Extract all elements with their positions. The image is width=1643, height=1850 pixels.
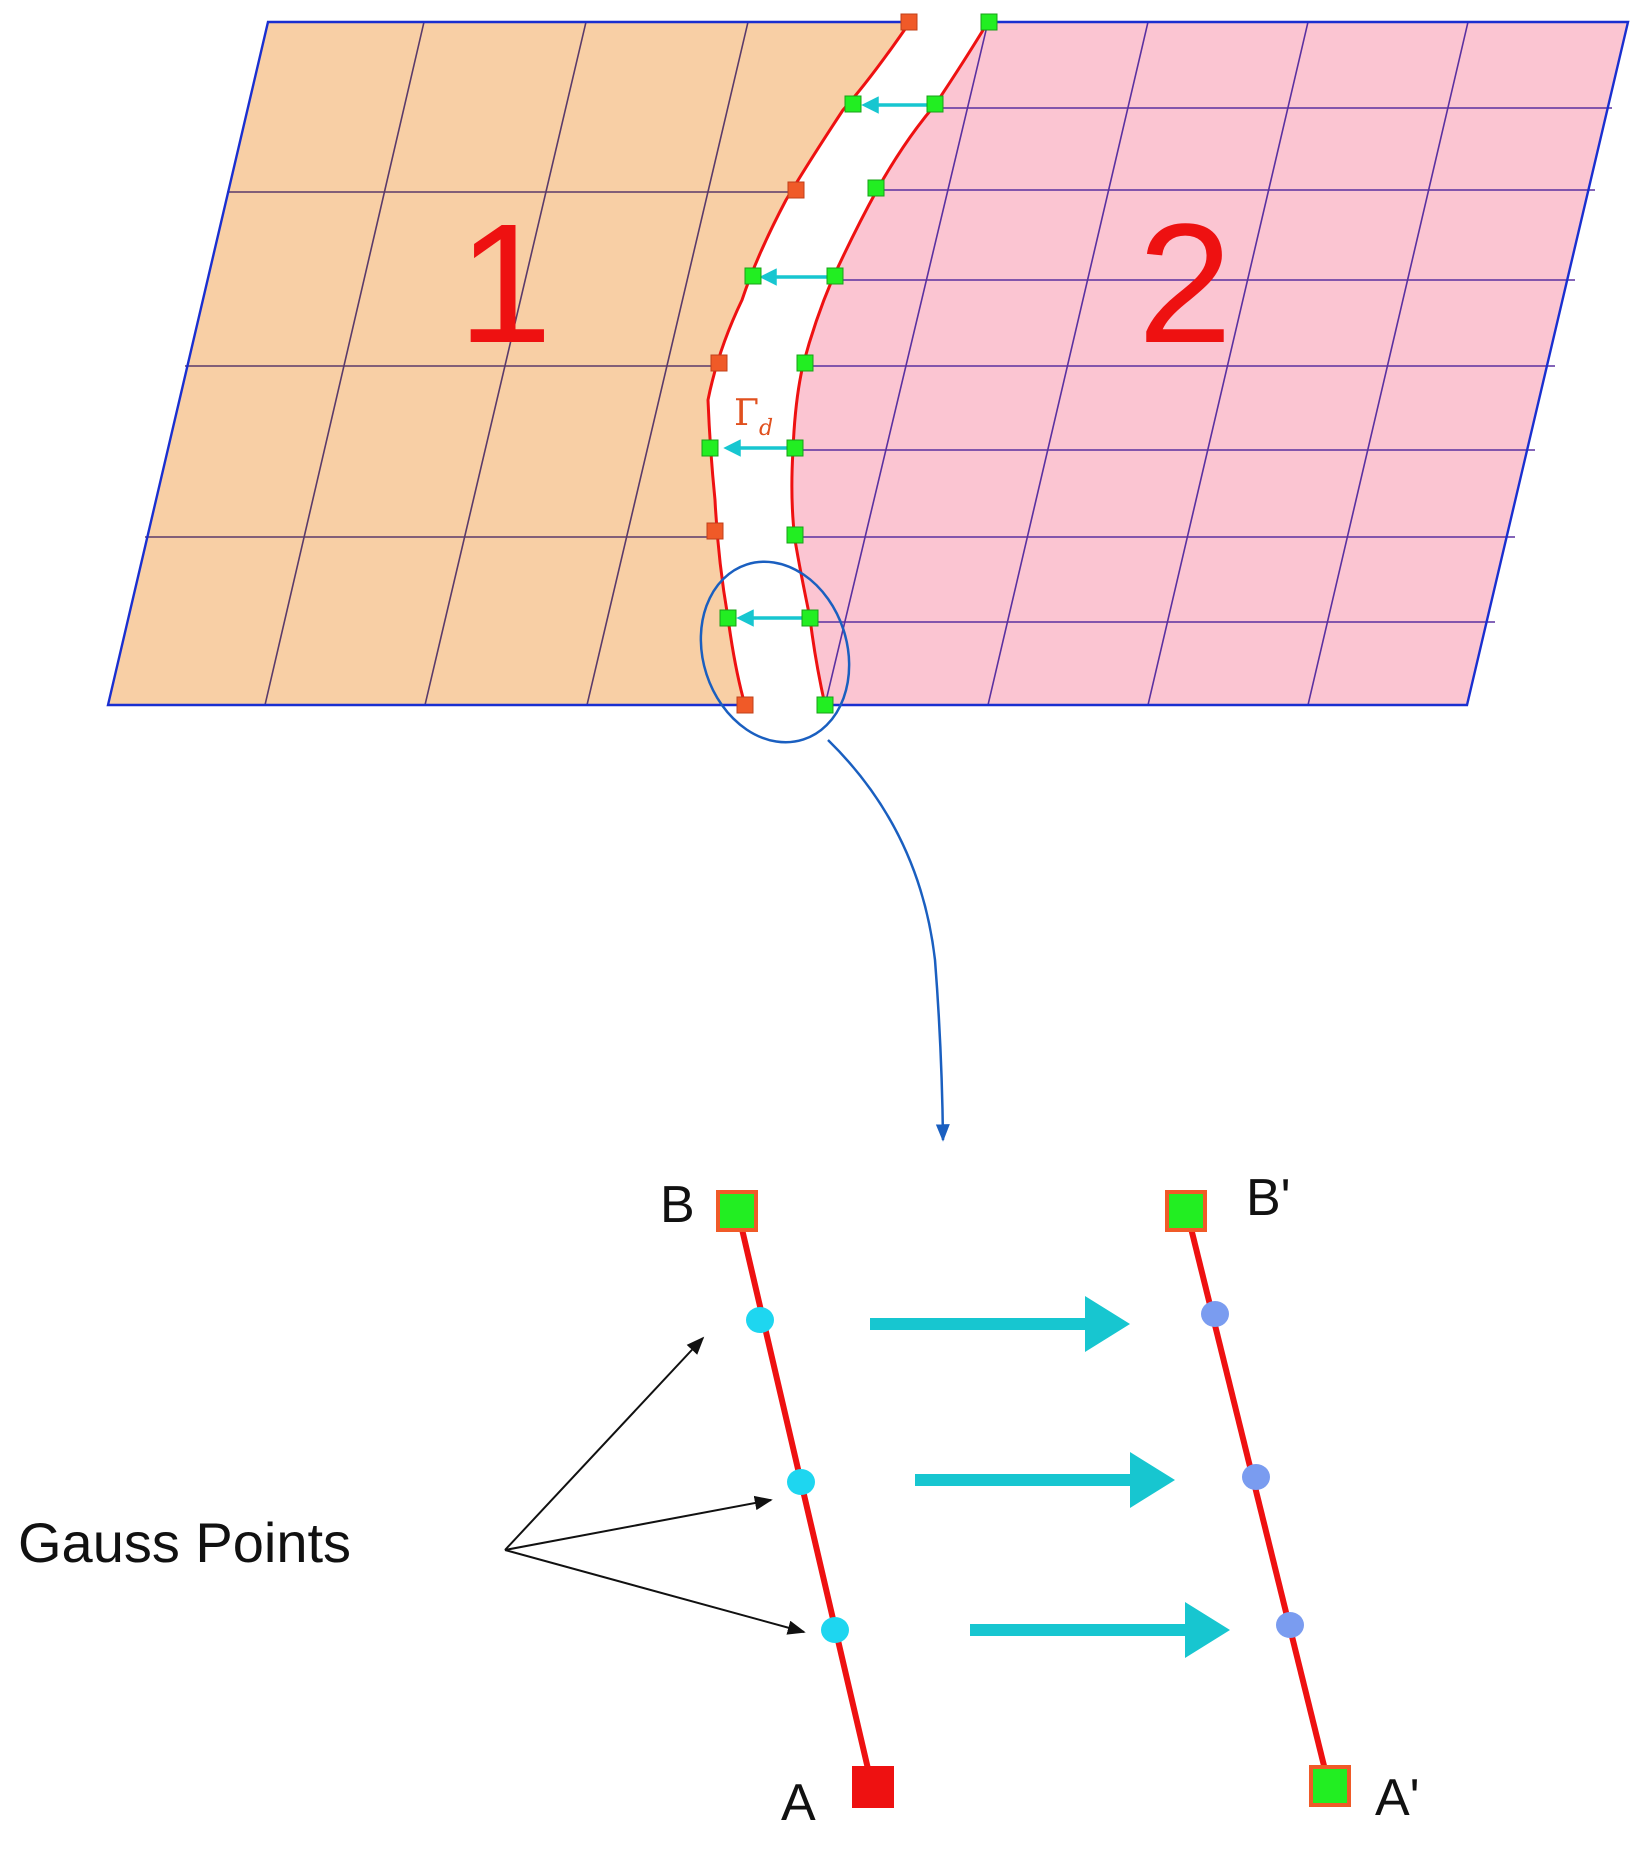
interface-curve-left [706,21,912,706]
subdomain-1-grid [145,21,804,706]
segment-ab [735,1211,875,1787]
zoom-ellipse [699,560,851,744]
label-a: A [781,1774,816,1832]
gauss-transfer-arrows [870,1296,1230,1658]
interface-label: Γd [734,393,773,441]
subdomain-2 [791,20,1630,707]
gauss-transfer-arrow-1 [870,1296,1130,1352]
gauss-points-label: Gauss Points [18,1511,351,1574]
label-b-prime: B' [1246,1169,1291,1227]
node-a-prime [1309,1765,1351,1807]
subdomain-2-boundary [825,20,1630,707]
gauss-points-right [1201,1301,1304,1638]
interface-subscript: d [759,416,773,441]
label-b: B [660,1176,695,1234]
subdomain-1-label: 1 [458,189,553,379]
transfer-arrows [723,96,935,627]
node-a [852,1766,894,1808]
subdomain-2-grid [795,21,1612,706]
zoom-connector-arrow [827,739,950,1142]
node-b-prime [1165,1190,1207,1232]
green-nodes [701,13,998,714]
label-a-prime: A' [1375,1769,1420,1827]
gauss-transfer-arrow-3 [970,1602,1230,1658]
interface-symbol: Γ [734,393,759,434]
node-b [716,1190,758,1232]
gauss-points-callout-arrows [504,1336,806,1635]
subdomain-2-fill [791,22,1628,705]
segment-ab-prime [1184,1211,1332,1787]
subdomain-1-boundary [106,20,910,707]
orange-nodes [706,13,918,714]
gauss-points-left [746,1307,849,1643]
subdomain-2-label: 2 [1138,189,1233,379]
gauss-transfer-arrow-2 [915,1452,1175,1508]
